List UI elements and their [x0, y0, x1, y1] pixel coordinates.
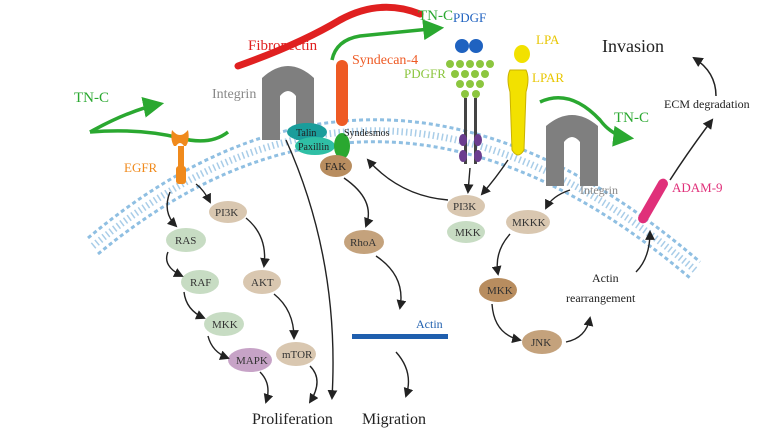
node-mkk-mid	[447, 221, 485, 243]
mkkk-label: MKKK	[512, 217, 546, 229]
node-pi3k-mid	[447, 195, 485, 217]
node-jnk	[522, 330, 562, 354]
mkk-right-label: MKK	[487, 285, 513, 297]
arrow-mkk-mapk	[207, 335, 230, 360]
invasion-label: Invasion	[602, 36, 664, 56]
ecm-label: ECM degradation	[664, 97, 750, 111]
arrow-fak-rhoa	[343, 177, 374, 228]
arrow-ecm-invasion	[692, 56, 717, 97]
fak-label: FAK	[325, 161, 346, 173]
arrow-pi3k-fak	[366, 158, 449, 201]
tnc-right-label: TN-C	[614, 110, 649, 126]
fibronectin-label: Fibronectin	[248, 38, 318, 54]
syndesmos	[334, 133, 350, 159]
arrow-mkkk-mkk	[491, 233, 511, 276]
syndecan-label: Syndecan-4	[352, 53, 418, 68]
integrin-right-label: Integrin	[580, 183, 618, 197]
syndecan-4	[336, 60, 348, 126]
node-mtor	[276, 342, 316, 366]
pdgf-ball-2	[469, 39, 483, 53]
akt-label: AKT	[251, 277, 274, 289]
arrow-egfr-pi3k	[195, 183, 211, 204]
talin	[287, 123, 327, 141]
egfr-label: EGFR	[124, 160, 158, 175]
tnc-left-strand-2	[89, 129, 230, 143]
arrow-ras-raf	[165, 251, 184, 277]
jnk-label: JNK	[531, 337, 551, 349]
adam9-label: ADAM-9	[672, 180, 723, 195]
node-rhoa	[344, 230, 384, 254]
adam9	[638, 178, 668, 224]
raf-label: RAF	[190, 277, 211, 289]
migration-label: Migration	[362, 411, 426, 428]
integrin-left	[262, 66, 314, 140]
arrow-actin-adam9	[635, 230, 655, 273]
node-ras	[166, 228, 206, 252]
integrin-left-label: Integrin	[212, 87, 256, 102]
talin-label: Talin	[296, 128, 316, 139]
arrow-mapk-prolif	[259, 371, 274, 404]
node-mkkk	[506, 210, 550, 234]
arrow-integrin-prolif	[285, 139, 338, 400]
node-mkk-right	[479, 278, 517, 302]
actin-label: Actin	[416, 317, 443, 331]
proliferation-label: Proliferation	[252, 411, 333, 428]
tnc-top-strand	[330, 19, 445, 61]
arrow-integrin-mkkk	[545, 189, 571, 210]
actin-rearr-line1: Actin	[592, 271, 619, 285]
lpa-ball	[514, 45, 530, 63]
node-akt	[243, 270, 281, 294]
tnc-left-label: TN-C	[74, 90, 109, 106]
pdgfr-label: PDGFR	[404, 66, 446, 81]
pathway-arrows	[165, 139, 655, 404]
tnc-left-strand	[89, 97, 165, 134]
arrow-akt-mtor	[273, 293, 299, 340]
actin-rearr-line2: rearrangement	[566, 291, 636, 305]
pdgf-label: PDGF	[453, 10, 486, 25]
arrow-adam9-ecm	[669, 118, 714, 181]
fak	[320, 155, 352, 177]
mtor-label: mTOR	[282, 349, 313, 361]
arrow-mtor-prolif	[308, 365, 319, 404]
node-pi3k-left	[209, 201, 247, 223]
pi3k-mid-label: PI3K	[453, 201, 476, 213]
pdgfr-receptor	[446, 60, 494, 164]
integrin-right	[546, 115, 598, 186]
rhoa-label: RhoA	[350, 237, 376, 249]
tnc-right-strand	[539, 96, 635, 147]
mkk-mid-label: MKK	[455, 227, 481, 239]
pdgf-ball-1	[455, 39, 469, 53]
arrow-actin-migration	[395, 351, 414, 398]
egfr-receptor	[171, 130, 189, 184]
tnc-top-label: TN-C	[418, 8, 453, 24]
arrow-lpar-pi3k	[480, 159, 509, 196]
arrow-raf-mkk	[183, 291, 206, 320]
fibronectin-strand	[234, 3, 424, 70]
ras-label: RAS	[175, 235, 196, 247]
cell-membrane	[87, 118, 701, 280]
lpar-label: LPAR	[532, 70, 564, 85]
arrow-mkk-jnk	[491, 303, 522, 344]
syndesmos-label: Syndesmos	[344, 128, 390, 139]
arrow-pi3k-akt	[245, 217, 270, 268]
node-raf	[181, 270, 219, 294]
mapk-label: MAPK	[236, 355, 268, 367]
paxillin-label: Paxillin	[298, 142, 329, 153]
actin-bar	[352, 334, 448, 339]
node-mkk-left	[204, 312, 244, 336]
lpa-label: LPA	[536, 32, 560, 47]
paxillin	[295, 137, 335, 155]
arrow-jnk-actin	[565, 316, 594, 343]
pi3k-left-label: PI3K	[215, 207, 238, 219]
lpar-receptor	[507, 69, 529, 156]
arrow-rhoa-actin	[375, 255, 407, 310]
arrow-egfr-ras	[166, 191, 178, 228]
arrow-pdgfr-pi3k	[463, 167, 474, 194]
mkk-left-label: MKK	[212, 319, 238, 331]
node-mapk	[228, 348, 272, 372]
